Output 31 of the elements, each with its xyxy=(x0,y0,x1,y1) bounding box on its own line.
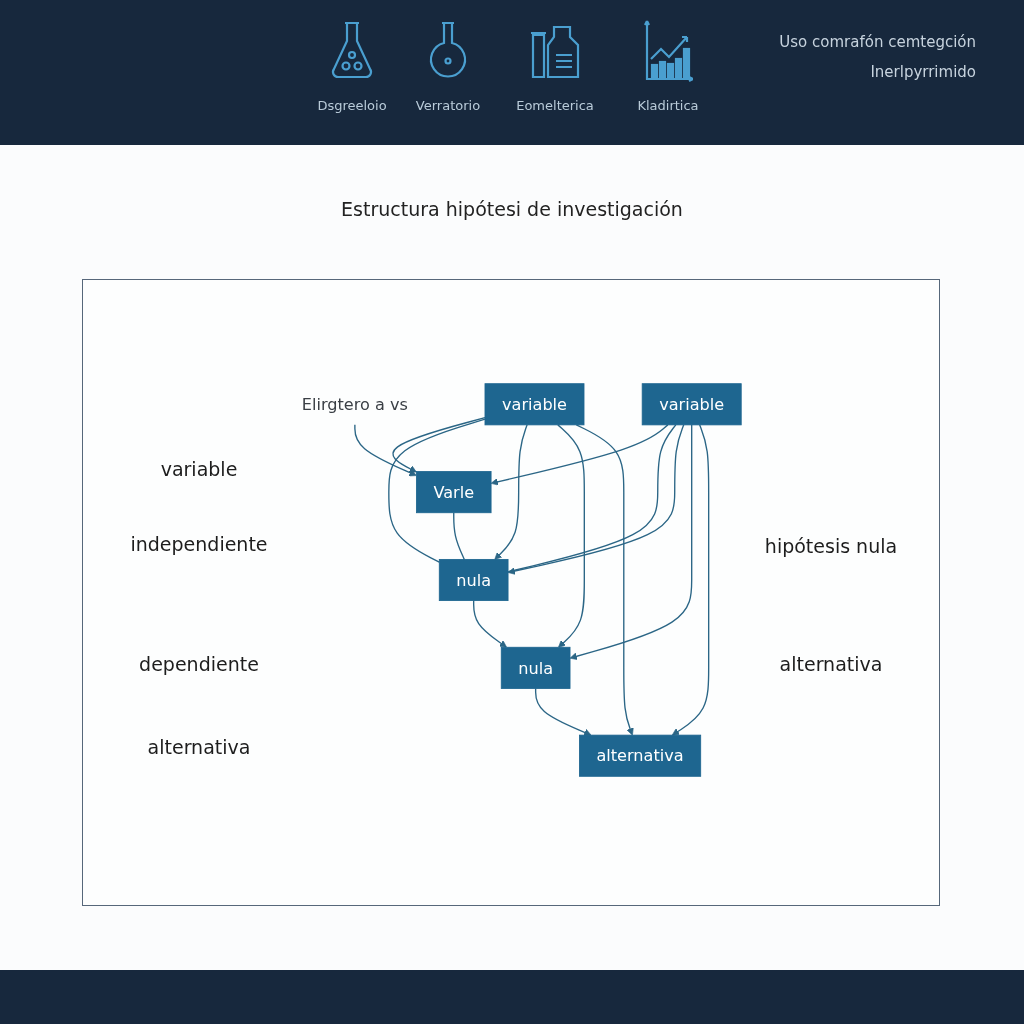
connector xyxy=(388,418,486,563)
arrow xyxy=(490,424,669,486)
side-label: variable xyxy=(160,458,238,480)
arrow xyxy=(392,417,486,473)
node-box xyxy=(438,559,509,601)
arrow xyxy=(354,424,417,477)
side-label: independiente xyxy=(130,533,268,555)
side-label: hipótesis nula xyxy=(764,535,898,557)
arrow xyxy=(494,424,528,560)
arrow xyxy=(534,687,592,736)
node-box xyxy=(641,383,742,426)
arrow xyxy=(575,424,634,736)
node-box xyxy=(579,734,702,777)
node-box xyxy=(500,646,571,689)
diagram-title: Estructura hipótesi de investigación xyxy=(341,198,683,220)
arrow xyxy=(671,424,710,736)
side-label: alternativa xyxy=(147,736,251,758)
arrow xyxy=(473,599,507,648)
node-text: Elirgtero a vs xyxy=(301,394,408,414)
icon-caption: Verratorio xyxy=(415,98,481,113)
side-label: alternativa xyxy=(779,653,883,675)
connector xyxy=(453,512,465,561)
arrow xyxy=(569,424,693,660)
arrow xyxy=(557,424,585,648)
icon-caption: Dsgreeloio xyxy=(317,98,387,113)
icon-caption: Eomelterica xyxy=(516,98,594,113)
header-note: Uso comrafón cemtegción xyxy=(779,33,976,51)
header-note: Inerlpyrrimido xyxy=(870,63,976,81)
side-label: dependiente xyxy=(139,653,259,675)
node-box xyxy=(416,471,492,514)
icon-caption: Kladirtica xyxy=(637,98,699,113)
